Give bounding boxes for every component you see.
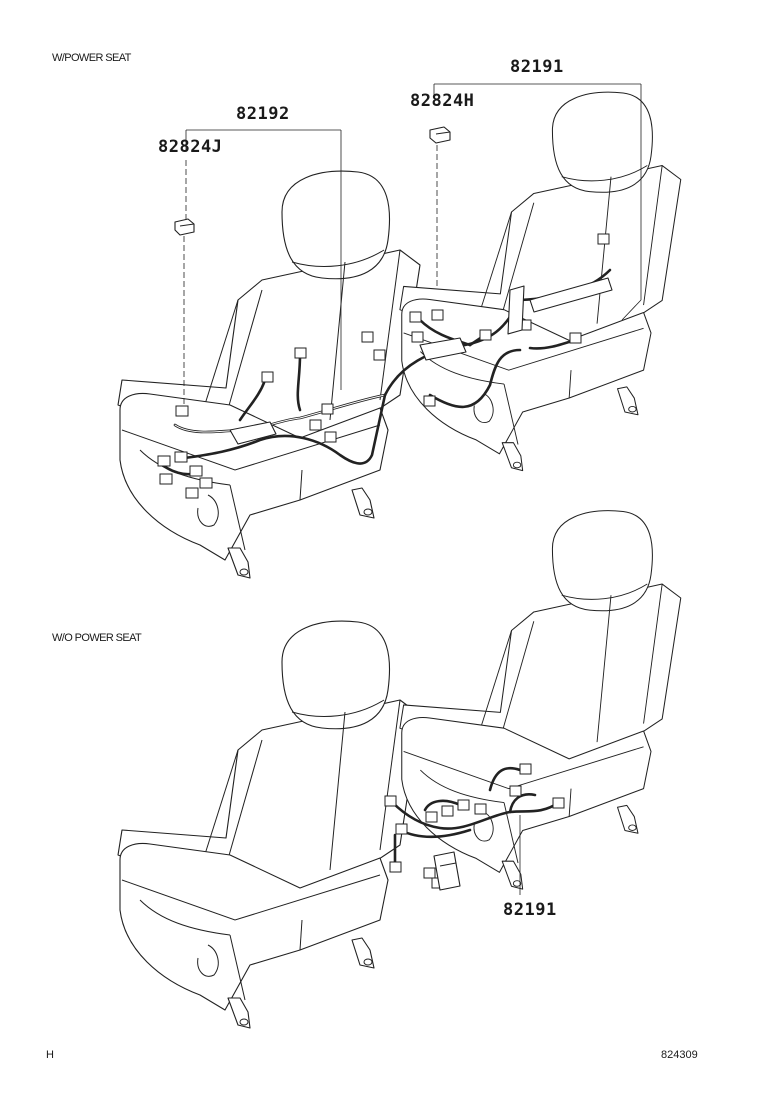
seat-wire-harness-bottom [384,763,565,891]
bottom-left-seat [117,620,421,1029]
part-number-82191-top[interactable]: 82191 [510,57,564,77]
connector-82824h [429,126,451,144]
part-number-82191-bottom[interactable]: 82191 [503,900,557,920]
top-right-seat [399,91,682,472]
part-number-82192[interactable]: 82192 [236,104,290,124]
seat-wire-harness-top [157,233,613,499]
bottom-right-seat [399,510,682,890]
section-label-no-power-seat: W/O POWER SEAT [52,632,142,644]
diagram-reference-number: 824309 [661,1049,698,1061]
leader-lines-top [183,83,642,405]
footer-code-left: H [46,1049,54,1061]
part-number-82824h[interactable]: 82824H [410,91,475,111]
connector-82824j [174,218,195,236]
section-label-power-seat: W/POWER SEAT [52,52,131,64]
part-number-82824j[interactable]: 82824J [158,137,223,157]
